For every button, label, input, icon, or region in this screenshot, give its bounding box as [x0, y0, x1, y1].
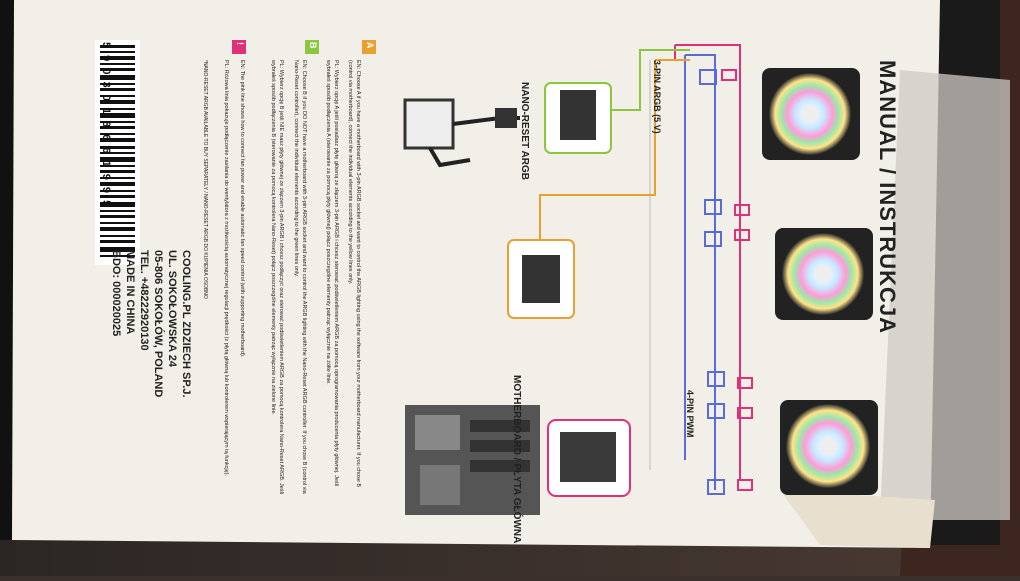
company-line-4: TEL. +48222920130 [138, 250, 150, 351]
company-line-5: MADE IN CHINA [124, 250, 136, 335]
hub-yellow [507, 239, 575, 319]
fan-1 [762, 68, 860, 160]
mb-connector [547, 419, 631, 497]
pwm-pin-label: 4-PIN PWM [685, 390, 695, 438]
instruction-b-pl: PL: Wybierz opcję B jeśli NIE masz płyty… [270, 60, 284, 495]
manual-title: MANUAL / INSTRUKCJA [875, 60, 900, 335]
instruction-a-pl: PL: Wybierz opcję A jeśli posiadasz płyt… [325, 60, 339, 487]
badge-a: A [365, 42, 375, 49]
badge-b-bg [305, 40, 319, 54]
blue-wires [684, 54, 725, 495]
tape-patch [880, 70, 1010, 520]
fan-2 [775, 228, 873, 320]
green-wires [610, 49, 690, 111]
motherboard-image [405, 405, 540, 515]
footnote: *NANO-RESET ARGB AVAILABLE TO BUY SEPARA… [202, 60, 208, 299]
yellow-wires [539, 59, 690, 240]
company-line-6: BDO: 000020025 [110, 250, 122, 337]
instruction-c-en: EN: The pink line shows how to connect f… [239, 60, 245, 358]
pink-wires [674, 44, 753, 491]
nano-reset-label: NANO-RESET ARGB [519, 82, 530, 180]
hub-green [544, 82, 612, 154]
company-line-2: UL. SOKOŁOWSKA 24 [166, 250, 178, 367]
argb-pin-label: 3-PIN ARGB (5 V) [652, 60, 662, 134]
company-line-1: COOLING.PL ZDZIECH SP.J. [180, 250, 192, 398]
instruction-c-pl: PL: Różowa linia pokazuje podłączenie za… [223, 60, 229, 477]
nano-reset-device [403, 98, 520, 168]
badge-a-bg [362, 40, 376, 54]
instruction-a-en: EN: Choose A if you have a motherboard w… [347, 60, 361, 488]
fan-3 [780, 400, 878, 495]
badge-b: B [308, 42, 318, 49]
torn-flap [780, 490, 935, 548]
motherboard-label: MOTHERBOARD / PŁYTA GŁÓWNA [511, 375, 522, 544]
instruction-b-en: EN: Choose B if you DO NOT have a mother… [293, 60, 307, 494]
barcode [95, 40, 140, 265]
barcode-number: 5 9 0 3 0 1 8 6 6 1 9 9 5 [100, 42, 112, 209]
badge-c-bg [232, 40, 246, 54]
company-line-3: 05-806 SOKOŁÓW, POLAND [152, 250, 164, 398]
badge-c: ! [235, 42, 245, 45]
